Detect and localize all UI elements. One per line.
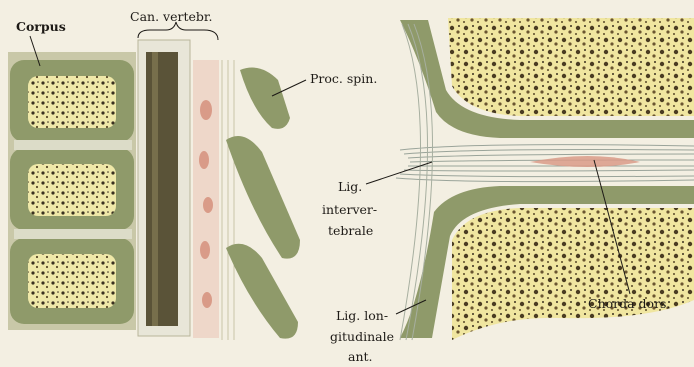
label-lig-inter-3: tebrale xyxy=(328,223,373,238)
vertebral-body-3 xyxy=(10,238,134,324)
label-lig-long-3: ant. xyxy=(348,349,373,364)
vertebral-body-2 xyxy=(10,148,134,230)
label-lig-inter-1: Lig. xyxy=(338,179,362,194)
vertebral-body-1 xyxy=(10,60,134,142)
upper-marrow xyxy=(448,18,694,116)
label-corpus: Corpus xyxy=(16,19,66,34)
label-lig-long-1: Lig. lon- xyxy=(336,308,388,323)
disc-1 xyxy=(14,140,132,150)
label-lig-long-2: gitudinale xyxy=(330,329,394,344)
spinal-canal xyxy=(138,40,190,336)
label-lig-inter-2: interver- xyxy=(322,202,377,217)
label-canal: Can. vertebr. xyxy=(130,9,212,24)
pink-tissue-column xyxy=(193,60,219,338)
label-proc-spin: Proc. spin. xyxy=(310,71,377,86)
disc-2 xyxy=(14,229,132,239)
label-chorda: Chorda dors. xyxy=(588,296,670,311)
